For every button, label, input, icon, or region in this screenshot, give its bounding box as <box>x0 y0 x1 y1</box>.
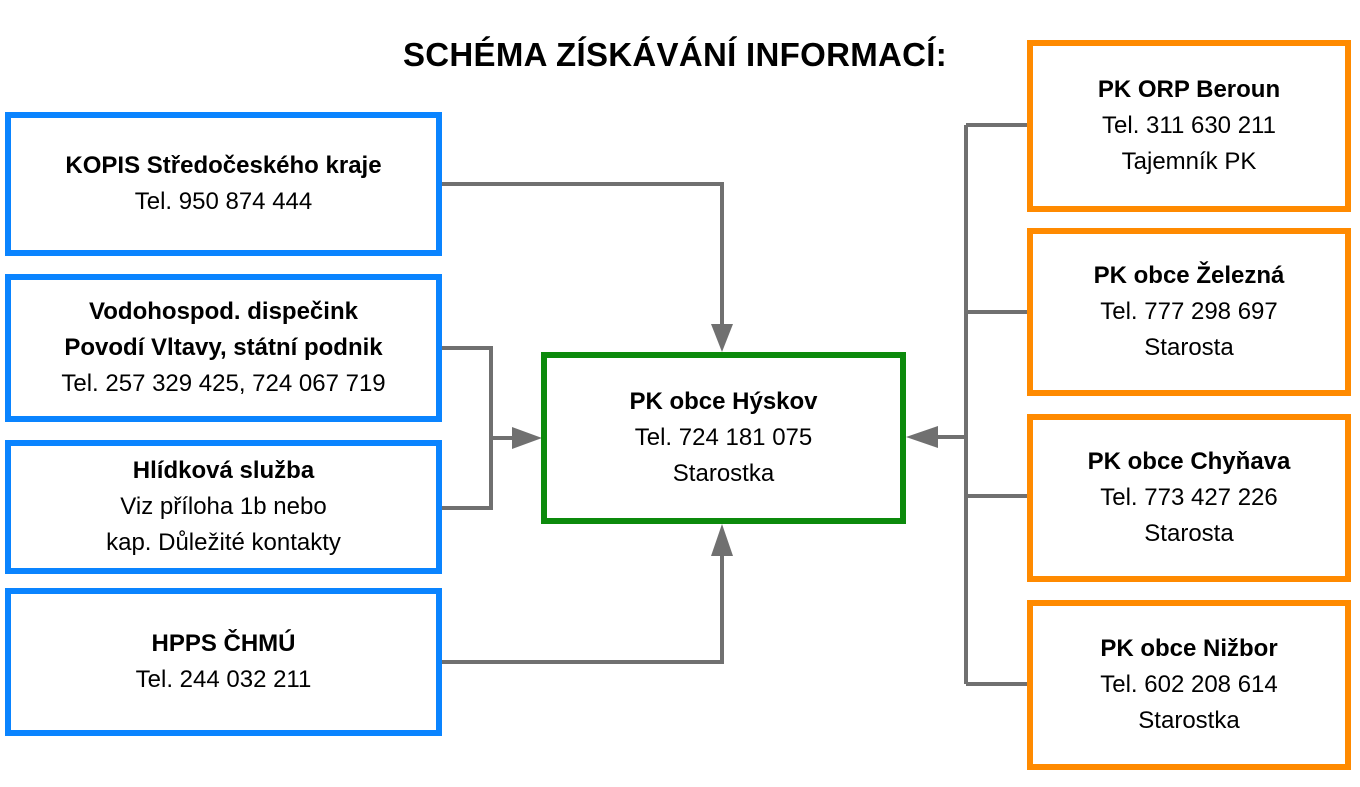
neighbor-beroun-role: Tajemník PK <box>1121 148 1257 175</box>
arrow-left-merge <box>512 427 542 449</box>
source-hpps-phone: Tel. 244 032 211 <box>135 666 312 693</box>
connector-vodohospod <box>440 346 493 510</box>
source-box-hlidkova: Hlídková služba Viz příloha 1b nebo kap.… <box>5 440 442 574</box>
source-kopis-phone: Tel. 950 874 444 <box>134 188 313 215</box>
source-hlidkova-detail-line2: kap. Důležité kontakty <box>106 529 341 556</box>
center-phone: Tel. 724 181 075 <box>634 424 813 451</box>
neighbor-nizbor-role: Starostka <box>1138 707 1240 734</box>
arrow-kopis <box>711 324 733 352</box>
source-box-vodohospod: Vodohospod. dispečink Povodí Vltavy, stá… <box>5 274 442 422</box>
neighbor-nizbor-phone: Tel. 602 208 614 <box>1100 671 1278 698</box>
neighbor-chynava-name: PK obce Chyňava <box>1087 448 1291 475</box>
neighbor-nizbor-name: PK obce Nižbor <box>1100 635 1278 662</box>
connector-hpps <box>440 556 724 664</box>
source-kopis-name: KOPIS Středočeského kraje <box>65 152 382 179</box>
center-name: PK obce Hýskov <box>629 388 818 415</box>
source-box-kopis: KOPIS Středočeského kraje Tel. 950 874 4… <box>5 112 442 256</box>
neighbor-beroun-phone: Tel. 311 630 211 <box>1102 112 1276 139</box>
source-vodohospod-name-line2: Povodí Vltavy, státní podnik <box>64 334 383 361</box>
source-vodohospod-phone: Tel. 257 329 425, 724 067 719 <box>61 370 386 397</box>
arrow-hpps <box>711 524 733 556</box>
neighbor-box-chynava: PK obce Chyňava Tel. 773 427 226 Starost… <box>1027 414 1351 582</box>
neighbor-box-zelezna: PK obce Železná Tel. 777 298 697 Starost… <box>1027 228 1351 396</box>
neighbor-chynava-phone: Tel. 773 427 226 <box>1100 484 1278 511</box>
neighbor-zelezna-phone: Tel. 777 298 697 <box>1100 298 1278 325</box>
source-hpps-name: HPPS ČHMÚ <box>151 630 296 657</box>
neighbor-box-nizbor: PK obce Nižbor Tel. 602 208 614 Starostk… <box>1027 600 1351 770</box>
neighbor-zelezna-role: Starosta <box>1144 334 1234 361</box>
center-role: Starostka <box>672 460 775 487</box>
source-vodohospod-name-line1: Vodohospod. dispečink <box>89 298 358 325</box>
source-hlidkova-detail-line1: Viz příloha 1b nebo <box>120 493 327 520</box>
center-box-hyskov: PK obce Hýskov Tel. 724 181 075 Starostk… <box>541 352 906 524</box>
source-hlidkova-name: Hlídková služba <box>132 457 315 484</box>
diagram-title: SCHÉMA ZÍSKÁVÁNÍ INFORMACÍ: <box>402 36 948 73</box>
neighbor-beroun-name: PK ORP Beroun <box>1097 76 1281 103</box>
arrow-right-merge <box>906 426 938 448</box>
neighbor-chynava-role: Starosta <box>1144 520 1234 547</box>
source-box-hpps: HPPS ČHMÚ Tel. 244 032 211 <box>5 588 442 736</box>
connector-kopis <box>440 182 724 326</box>
neighbor-box-beroun: PK ORP Beroun Tel. 311 630 211 Tajemník … <box>1027 40 1351 212</box>
neighbor-zelezna-name: PK obce Železná <box>1093 262 1285 289</box>
